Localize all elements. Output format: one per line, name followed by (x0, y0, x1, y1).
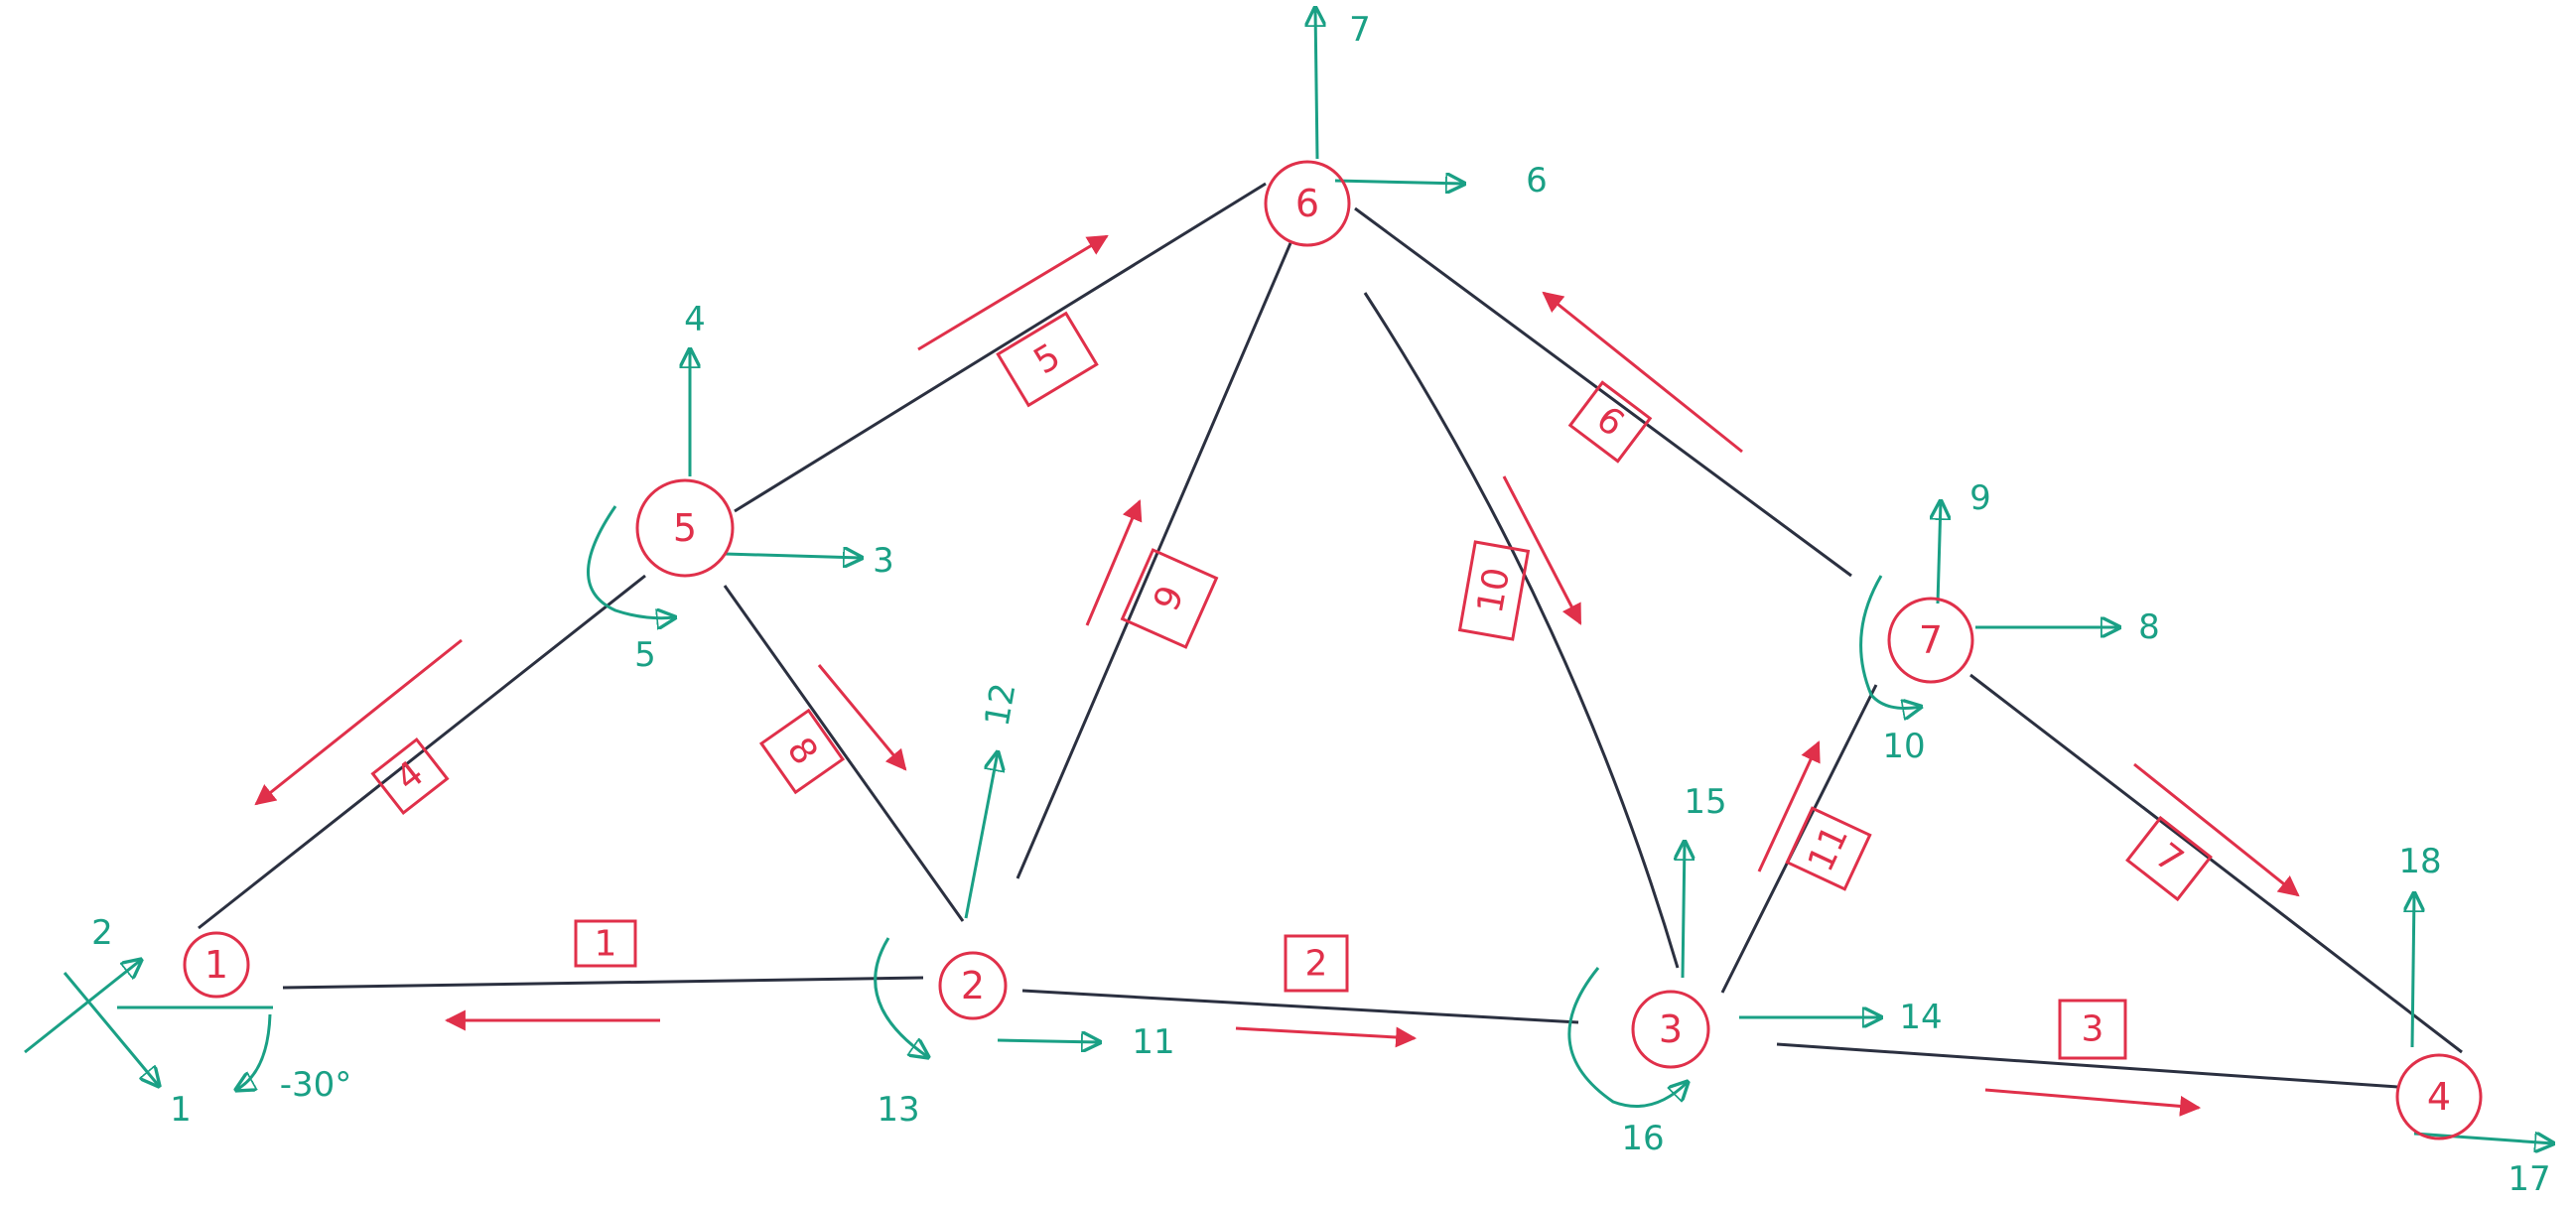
node-7: 7 (1887, 597, 1974, 684)
member-5-line (734, 182, 1267, 513)
svg-text:1: 1 (204, 943, 228, 987)
dof-arrows (24, 8, 2553, 1143)
svg-text:5: 5 (1027, 336, 1068, 383)
member-5-direction-arrow (917, 234, 1109, 351)
dof-8-label: 8 (2138, 607, 2160, 647)
dof-15-arrow (1683, 842, 1685, 979)
member-8-label: 8 (758, 708, 846, 795)
member-2-label: 2 (1284, 934, 1349, 993)
svg-text:2: 2 (1305, 944, 1328, 985)
dof-1-label: 1 (170, 1090, 192, 1130)
dof-10-label: 10 (1882, 727, 1925, 766)
dof-16-arrow (1567, 967, 1688, 1108)
dof-15-label: 15 (1684, 782, 1726, 822)
dof-3-arrow (724, 554, 862, 558)
member-6-line (1354, 206, 1852, 578)
member-9-direction-arrow (1085, 499, 1143, 626)
member-direction-arrows (254, 234, 2300, 1117)
member-10-direction-arrow (1502, 475, 1582, 625)
dof-2-arrow (24, 960, 141, 1054)
svg-text:4: 4 (2427, 1075, 2451, 1119)
dof-1-arrow (63, 972, 159, 1086)
member-8-direction-arrow (817, 664, 907, 771)
dof-11-arrow (997, 1040, 1100, 1042)
member-1-line (282, 976, 924, 990)
support-angle-arc (236, 1013, 272, 1090)
svg-text:5: 5 (673, 506, 697, 550)
svg-text:1: 1 (595, 924, 617, 965)
member-7-direction-arrow (2133, 762, 2300, 897)
node-2: 2 (938, 951, 1008, 1020)
node-5: 5 (635, 478, 735, 578)
dof-3-label: 3 (873, 541, 894, 581)
svg-text:9: 9 (1147, 580, 1193, 617)
member-4-line (198, 574, 646, 930)
member-6-label: 6 (1567, 380, 1653, 464)
dof-11-label: 11 (1132, 1022, 1174, 1062)
node-4: 4 (2395, 1053, 2483, 1140)
svg-text:2: 2 (961, 964, 985, 1007)
dof-16-label: 16 (1621, 1119, 1664, 1158)
dof-6-arrow (1334, 181, 1464, 184)
svg-text:11: 11 (1801, 820, 1857, 878)
member-7-line (1969, 673, 2463, 1054)
dof-18-arrow (2412, 893, 2414, 1048)
dof-14-label: 14 (1899, 998, 1942, 1037)
node-6: 6 (1264, 160, 1351, 247)
member-2-line (1021, 989, 1579, 1024)
dof-10-arrow (1859, 575, 1921, 709)
member-10-label: 10 (1457, 540, 1531, 641)
member-8-line (723, 585, 965, 922)
dof-17-label: 17 (2508, 1159, 2550, 1199)
members (198, 182, 2463, 1089)
svg-text:6: 6 (1295, 182, 1319, 225)
svg-text:3: 3 (2082, 1009, 2104, 1050)
dof-12-arrow (964, 752, 998, 919)
dof-5-arrow (587, 505, 676, 618)
support-angle-label: -30° (280, 1065, 352, 1105)
member-3-line (1776, 1042, 2398, 1089)
member-4-direction-arrow (254, 638, 463, 806)
dof-13-arrow (874, 937, 928, 1057)
member-4-label: 4 (370, 737, 450, 816)
member-5-label: 5 (996, 311, 1099, 408)
node-1: 1 (183, 931, 250, 999)
dof-9-label: 9 (1969, 478, 1991, 518)
svg-text:4: 4 (388, 753, 431, 799)
svg-text:3: 3 (1659, 1007, 1683, 1051)
dof-7-arrow (1315, 8, 1317, 160)
member-9-line (1016, 242, 1292, 879)
member-10-line (1363, 292, 1680, 969)
dof-7-label: 7 (1349, 10, 1371, 50)
node-3: 3 (1631, 990, 1710, 1069)
member-3-direction-arrow (1984, 1088, 2202, 1117)
svg-text:6: 6 (1589, 399, 1632, 446)
member-3-label: 3 (2058, 999, 2127, 1060)
svg-text:8: 8 (779, 731, 826, 772)
member-7-label: 7 (2125, 815, 2213, 902)
member-1-label: 1 (574, 919, 637, 968)
svg-text:7: 7 (2147, 836, 2190, 881)
dof-13-label: 13 (877, 1090, 919, 1130)
dof-6-label: 6 (1526, 161, 1548, 201)
dof-5-label: 5 (634, 635, 656, 675)
svg-text:7: 7 (1919, 618, 1943, 662)
dof-17-arrow (2413, 1134, 2553, 1143)
member-labels: 1 2 3 4 5 6 7 8 (370, 311, 2213, 1060)
member-11-direction-arrow (1757, 740, 1821, 872)
dof-labels: 1 2 3 4 5 6 7 8 9 10 11 12 13 14 15 16 1… (91, 10, 2550, 1199)
dof-2-label: 2 (91, 913, 113, 953)
dof-12-label: 12 (978, 680, 1024, 730)
member-6-direction-arrow (1542, 291, 1743, 454)
dof-9-arrow (1938, 501, 1941, 604)
dof-18-label: 18 (2398, 842, 2441, 881)
svg-text:10: 10 (1470, 565, 1518, 616)
member-11-label: 11 (1785, 806, 1872, 891)
member-2-direction-arrow (1235, 1026, 1418, 1048)
dof-4-label: 4 (684, 300, 706, 339)
nodes: 1 2 3 4 5 6 7 (183, 160, 2483, 1140)
